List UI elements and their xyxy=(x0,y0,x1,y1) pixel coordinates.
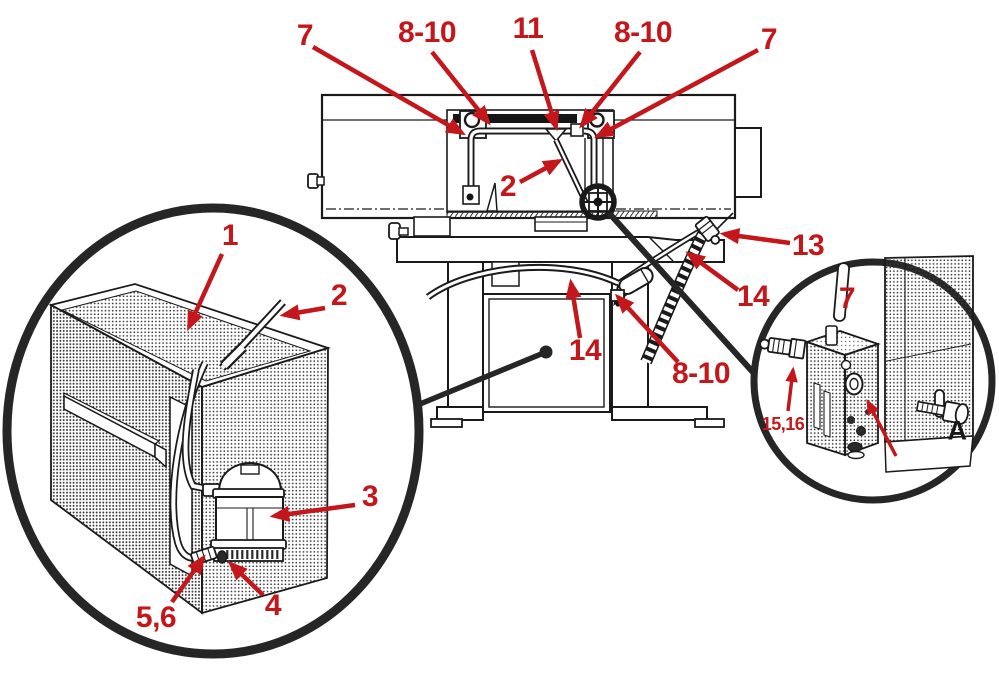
right-foot xyxy=(694,418,725,428)
pump-dome xyxy=(217,461,283,493)
callout-a: A xyxy=(947,415,968,446)
tank-detail-circle xyxy=(2,203,424,659)
bed-clamp-knob xyxy=(388,222,409,240)
callout-1: 1 xyxy=(221,219,239,252)
drain-fitting-13 xyxy=(694,215,721,245)
callout-4: 4 xyxy=(264,589,282,622)
tank-rail xyxy=(63,392,167,469)
arrow-8-10-right xyxy=(579,50,642,129)
vise-stop-left xyxy=(413,216,451,237)
callout-8-10-bottom: 8-10 xyxy=(671,357,731,390)
vise-jaw xyxy=(534,216,588,232)
arrow-11 xyxy=(529,49,560,132)
coolant-surface xyxy=(60,290,312,382)
arrow-13 xyxy=(719,228,791,246)
saw-bed xyxy=(388,216,725,263)
callout-11: 11 xyxy=(512,12,544,45)
callout-7-left: 7 xyxy=(296,19,314,52)
bow-right-extension xyxy=(734,127,762,198)
bow-left-knob xyxy=(307,173,325,189)
hose-fitting-square xyxy=(570,123,584,137)
callout-7-right: 7 xyxy=(760,23,778,56)
coolant-pump xyxy=(190,461,287,566)
callout-2-left: 2 xyxy=(330,279,348,312)
callout-2-top: 2 xyxy=(499,170,517,203)
callout-3: 3 xyxy=(361,480,379,513)
arrow-7-left xyxy=(311,45,466,136)
magnifier-leaders xyxy=(418,210,763,407)
arrow-15-16 xyxy=(785,366,798,412)
spiral-drain-hose xyxy=(640,225,712,365)
arrow-14-left xyxy=(565,278,583,339)
coolant-tank xyxy=(48,283,331,615)
valve-detail-circle xyxy=(750,255,996,504)
arrow-2-left xyxy=(279,304,326,321)
mounting-bolt-a xyxy=(915,400,969,425)
arrow-8-10-bottom xyxy=(614,293,680,364)
blade-guard-bar xyxy=(453,114,577,123)
callout-8-10-right: 8-10 xyxy=(613,16,673,49)
callout-8-10-left: 8-10 xyxy=(397,16,457,49)
valve-block xyxy=(759,262,881,460)
left-leader-dot xyxy=(539,345,553,359)
arrow-valve-port xyxy=(866,398,898,457)
left-detail-leader xyxy=(418,349,548,407)
callout-14-left: 14 xyxy=(568,334,602,367)
callout-5-6: 5,6 xyxy=(135,601,177,634)
fitting-15-16 xyxy=(759,337,807,360)
callout-arrows xyxy=(170,45,898,604)
arrow-14-right xyxy=(685,251,740,292)
arrow-5-6 xyxy=(170,554,206,604)
right-detail-leader xyxy=(606,210,763,383)
arrow-1 xyxy=(186,253,225,332)
pump-body xyxy=(215,496,284,543)
arrow-8-10-left xyxy=(430,50,491,126)
hose-clamp-4 xyxy=(216,550,228,564)
left-guide-hole xyxy=(463,111,481,129)
arrow-2-top xyxy=(518,158,563,184)
tension-handwheel xyxy=(579,183,617,221)
callout-7-detail: 7 xyxy=(838,282,856,315)
valve-block-right-face xyxy=(844,342,879,457)
tube-7 xyxy=(825,262,850,346)
callout-15-16: 15,16 xyxy=(761,414,805,434)
arrow-4 xyxy=(227,560,265,597)
callout-13: 13 xyxy=(791,229,825,262)
callout-14-right: 14 xyxy=(736,280,770,313)
arrow-7-right xyxy=(594,48,760,139)
arrow-3 xyxy=(269,502,356,522)
left-foot xyxy=(430,418,463,428)
